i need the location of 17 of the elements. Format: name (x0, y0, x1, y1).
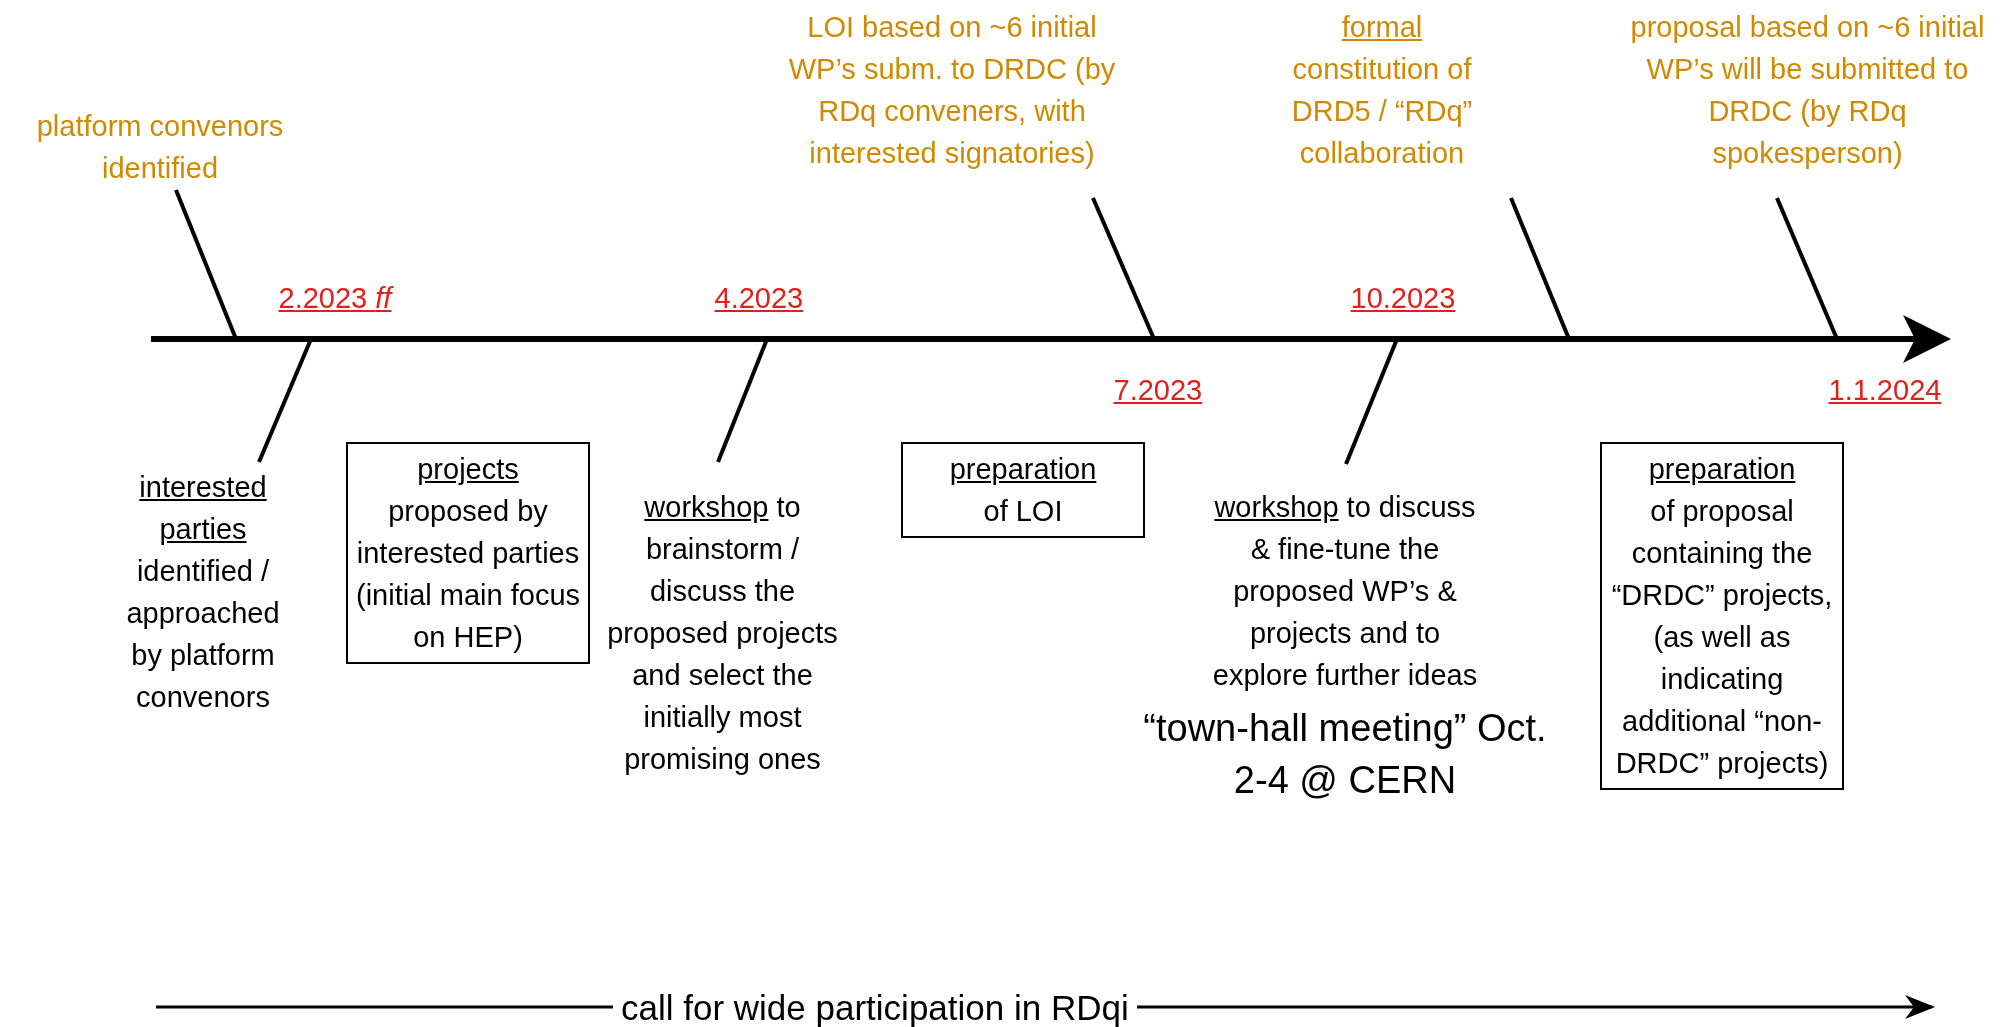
event-note: “town-hall meeting” Oct. 2-4 @ CERN (1142, 706, 1548, 803)
date-label: 4.2023 (714, 281, 804, 316)
activity-box: projects proposed by interested parties (initial main focus on HEP) (346, 442, 590, 664)
milestone-text: proposal based on ~6 initial WP’s will be submitted to DRDC (by RDq spokesperson) (1625, 6, 1990, 174)
date-label: 10.2023 (1350, 281, 1456, 316)
activity-text: workshop to discuss & fine-tune the proposed WP’s & projects and to explore further ideas (1205, 486, 1485, 696)
activity-text: workshop to brainstorm / discuss the proposed projects and select the initially most promising ones (605, 486, 840, 780)
milestone-text: platform convenors identified (0, 105, 320, 189)
milestone-text: LOI based on ~6 initial WP’s subm. to DRDC (by RDq conveners, with interested signatories) (772, 6, 1132, 174)
activity-box: preparation of proposal containing the “DRDC” projects, (as well as indicating additional “non-DRDC” projects) (1600, 442, 1844, 790)
date-label: 7.2023 (1113, 373, 1203, 408)
activity-text: interested parties identified / approached by platform convenors (113, 466, 293, 718)
activity-box: preparation of LOI (901, 442, 1145, 538)
milestone-text: formal constitution of DRD5 / “RDq” collaboration (1257, 6, 1507, 174)
date-label: 2.2023 ff (278, 281, 392, 316)
banner-text: call for wide participation in RDqi (621, 988, 1129, 1027)
date-label: 1.1.2024 (1828, 373, 1942, 408)
